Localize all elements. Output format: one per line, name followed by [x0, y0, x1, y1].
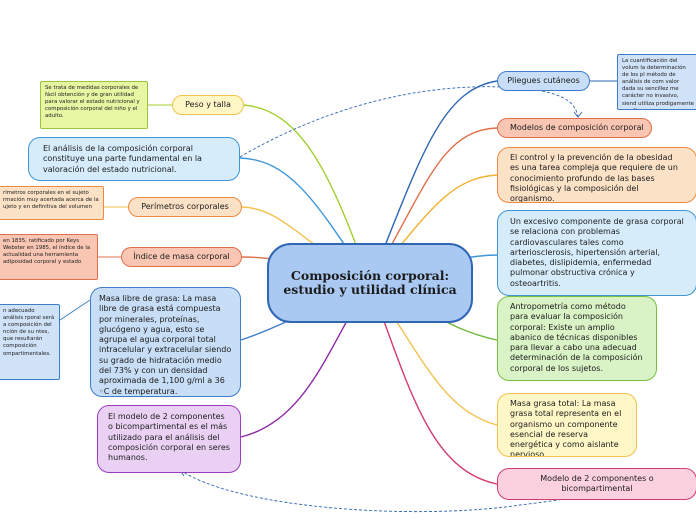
topic-indice-masa-corporal[interactable]: Índice de masa corporal	[121, 247, 242, 267]
topic-exceso-grasa[interactable]: Un excesivo componente de grasa corporal…	[497, 210, 696, 296]
topic-antropometria[interactable]: Antropometría como método para evaluar l…	[497, 296, 657, 381]
topic-perimetros-corporales[interactable]: Perímetros corporales	[128, 197, 242, 217]
topic-analisis-composicion[interactable]: El análisis de la composición corporal c…	[28, 137, 240, 181]
note-imc[interactable]: en 1835, ratificado por Keys Webster en …	[0, 234, 98, 280]
dashed-relation-top	[239, 86, 579, 158]
topic-control-obesidad[interactable]: El control y la prevención de la obesida…	[497, 147, 696, 203]
branch-pliegues	[369, 80, 498, 284]
topic-modelos-composicion[interactable]: Modelos de composición corporal	[497, 118, 652, 138]
topic-peso-talla[interactable]: Peso y talla	[172, 95, 244, 115]
topic-modelo-2-bicompartimental[interactable]: Modelo de 2 componentes o bicompartiment…	[497, 468, 696, 500]
topic-masa-grasa-total[interactable]: Masa grasa total: La masa grasa total re…	[497, 393, 637, 457]
note-link-masa-libre	[59, 299, 91, 321]
note-perimetros[interactable]: rímetros corporales en el sujeto rmación…	[0, 186, 104, 220]
note-pliegues[interactable]: La cuantificación del volum la determina…	[617, 54, 696, 110]
topic-modelo-2-componentes[interactable]: El modelo de 2 componentes o bicompartim…	[97, 405, 241, 473]
central-topic[interactable]: Composición corporal: estudio y utilidad…	[267, 243, 473, 323]
dashed-arrowhead-top	[573, 111, 583, 118]
topic-masa-libre-grasa[interactable]: Masa libre de grasa: La masa libre de gr…	[90, 287, 241, 397]
note-peso-talla[interactable]: Se trata de medidas corporales de fácil …	[40, 81, 148, 129]
note-masa-libre[interactable]: n adecuado análisis rporal será a compos…	[0, 304, 60, 380]
central-topic-title: Composición corporal: estudio y utilidad…	[283, 268, 457, 297]
topic-pliegues-cutaneos[interactable]: Pliegues cutáneos	[497, 71, 590, 91]
